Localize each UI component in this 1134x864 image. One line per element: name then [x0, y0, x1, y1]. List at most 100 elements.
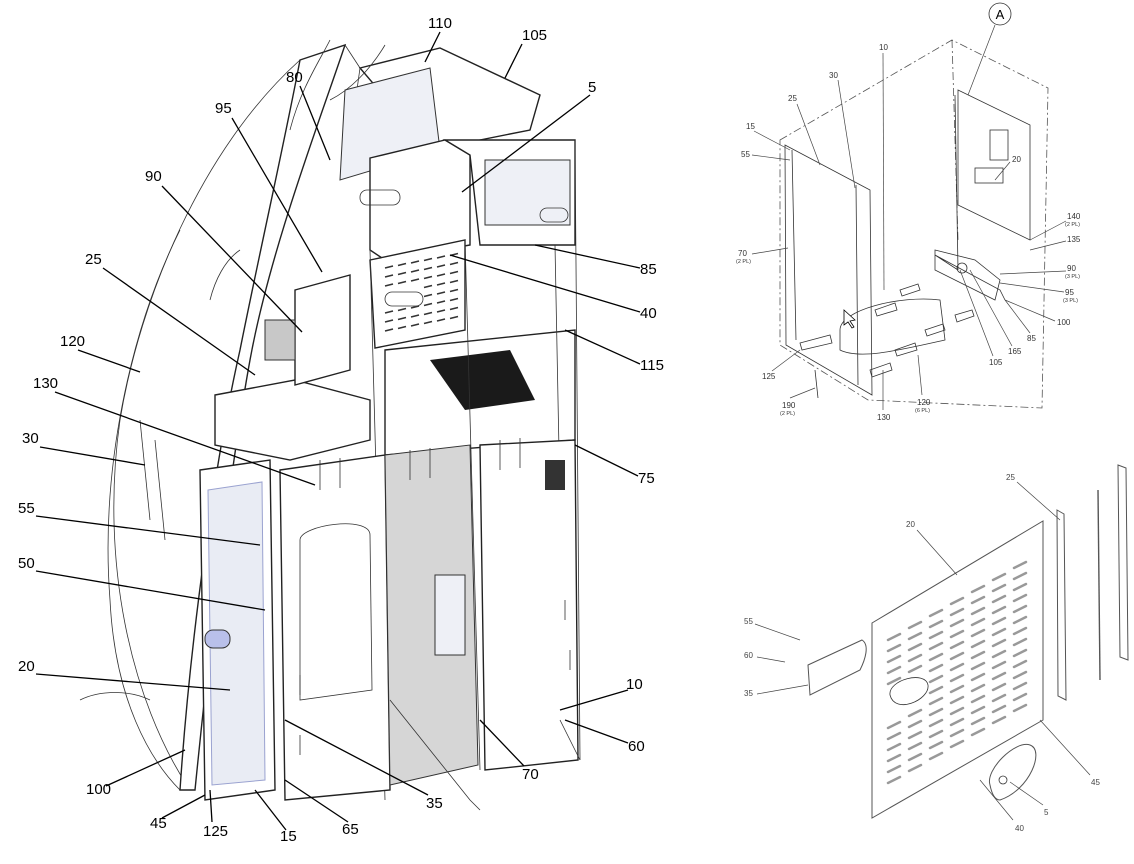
vent-slot: [1012, 626, 1028, 636]
vent-slot: [928, 674, 944, 684]
vent-slot: [949, 651, 965, 661]
vent-slot: [970, 705, 986, 715]
lower-door-outline: [299, 523, 373, 701]
vent-slot: [397, 262, 407, 267]
reference-numeral-100: 100: [1057, 318, 1071, 327]
upper-handle: [359, 189, 401, 206]
leader-line: [35, 570, 266, 611]
vent-slot: [991, 660, 1007, 670]
vent-slot: [907, 708, 923, 718]
leader-line: [105, 749, 186, 787]
vent-slot: [397, 307, 407, 312]
vent-slot: [949, 662, 965, 672]
leader-line: [424, 31, 441, 63]
leader-line: [969, 269, 1013, 347]
vent-slot: [928, 696, 944, 706]
reference-numeral-115: 115: [640, 357, 664, 374]
reference-numeral-30: 30: [829, 71, 838, 80]
leader-line: [1029, 220, 1067, 241]
leader-line: [284, 719, 429, 796]
vent-slot: [949, 706, 965, 716]
vent-slot: [436, 318, 446, 322]
mounting-bracket: [934, 249, 1001, 301]
panel-handle-slot: [889, 677, 929, 706]
vent-slot: [949, 640, 965, 650]
vent-slot: [886, 764, 902, 774]
vent-slot: [928, 707, 944, 717]
vent-slot: [907, 664, 923, 674]
front-frame: [784, 144, 873, 396]
leader-line: [1004, 299, 1031, 334]
reference-numeral-35: 35: [426, 795, 443, 812]
reference-numeral-80: 80: [286, 69, 303, 86]
reference-numeral-35: 35: [744, 689, 753, 698]
plural-note: (2 PL): [736, 259, 751, 265]
back-wall-panel: [957, 89, 1031, 241]
side-pipes: [79, 419, 166, 701]
vent-slot: [423, 293, 433, 298]
vent-slot: [991, 583, 1007, 593]
vent-slot: [970, 727, 986, 737]
reference-numeral-30: 30: [22, 430, 39, 447]
leader-line: [979, 779, 1014, 821]
vent-slot: [907, 642, 923, 652]
right-upper-window: [484, 159, 571, 226]
leader-line: [999, 282, 1065, 293]
leader-line: [1009, 781, 1044, 806]
vent-slot: [949, 607, 965, 617]
leader-line: [754, 623, 801, 641]
interior-plate: [434, 574, 466, 656]
leader-line: [479, 719, 525, 767]
leader-line: [461, 94, 591, 193]
vent-slot: [397, 271, 407, 276]
vent-slot: [991, 704, 1007, 714]
vent-slot: [886, 632, 902, 642]
leader-line: [753, 130, 791, 151]
reference-numeral-40: 40: [640, 305, 657, 322]
vent-slot: [886, 665, 902, 675]
vent-slot: [1012, 637, 1028, 647]
vent-slot: [384, 319, 394, 323]
reference-numeral-10: 10: [879, 43, 888, 52]
plural-note: (3 PL): [1063, 298, 1078, 304]
vent-slot: [423, 311, 433, 316]
vent-slot: [423, 284, 433, 289]
base-rails: [389, 699, 581, 811]
vent-slot: [397, 325, 407, 330]
vent-slot: [436, 282, 446, 286]
leader-line: [209, 789, 213, 823]
placard: [545, 460, 565, 490]
vent-slot: [949, 673, 965, 683]
reference-numeral-45: 45: [150, 815, 167, 832]
leader-line: [1016, 481, 1061, 521]
leader-line: [504, 43, 523, 79]
vent-slot: [886, 720, 902, 730]
vent-slot: [1012, 593, 1028, 603]
valve-assembly: [989, 129, 1009, 161]
handle-plate: [807, 639, 867, 696]
vent-slot: [970, 683, 986, 693]
vent-slot: [928, 729, 944, 739]
fuselage-outer: [107, 229, 181, 791]
leader-line: [882, 52, 885, 291]
vent-slot: [384, 328, 394, 332]
vent-slot: [436, 309, 446, 313]
vent-slot: [886, 731, 902, 741]
plural-note: (2 PL): [1065, 222, 1080, 228]
vent-slot: [907, 763, 923, 773]
vent-slot: [1012, 681, 1028, 691]
vented-panel-slots: [886, 560, 1028, 785]
leader-line: [35, 515, 261, 546]
vent-slot: [449, 306, 459, 311]
vent-slot: [1012, 703, 1028, 713]
vent-slot: [970, 606, 986, 616]
vent-slot: [991, 715, 1007, 725]
bracket-fitting: [956, 262, 968, 274]
right-upper-handle: [539, 207, 569, 223]
reference-numeral-130: 130: [33, 375, 58, 392]
reference-numeral-165: 165: [1008, 347, 1022, 356]
left-shelf: [214, 379, 371, 461]
vent-slot: [970, 716, 986, 726]
vent-slot: [970, 650, 986, 660]
reference-numeral-105: 105: [989, 358, 1003, 367]
